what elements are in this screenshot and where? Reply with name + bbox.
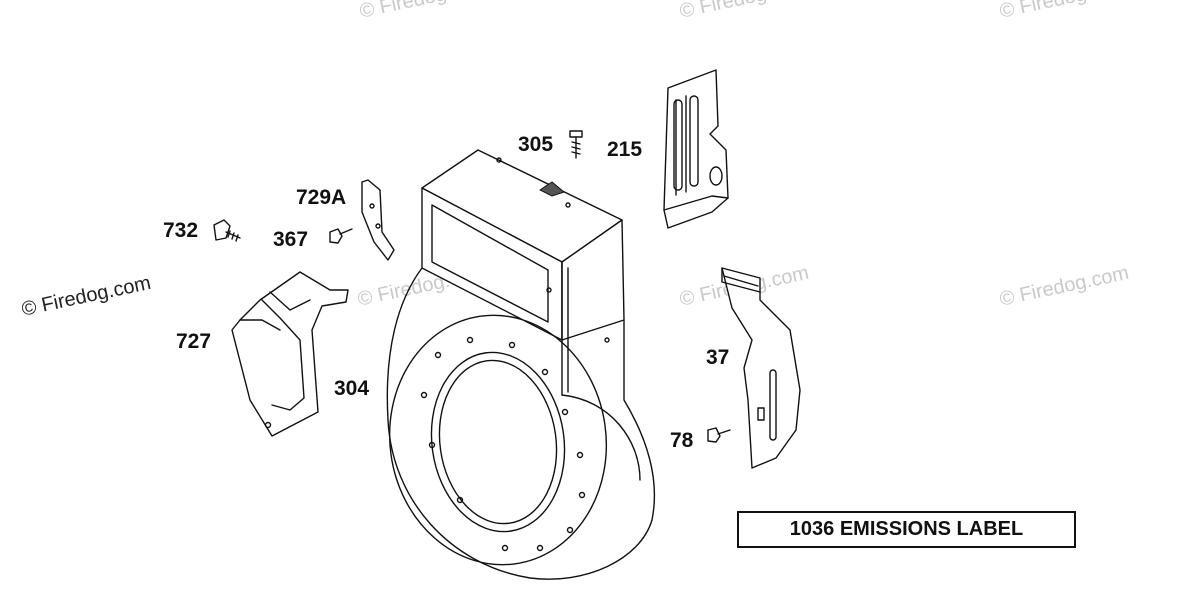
bracket-215 <box>663 69 729 229</box>
shield-727 <box>231 271 349 437</box>
callout-729a: 729A <box>296 186 347 209</box>
callout-305: 305 <box>518 133 554 156</box>
callout-367: 367 <box>273 228 309 251</box>
screw-367 <box>329 228 353 244</box>
callout-215: 215 <box>607 138 643 161</box>
screw-78 <box>707 427 731 443</box>
emissions-label-box: 1036 EMISSIONS LABEL <box>737 511 1076 548</box>
callout-732: 732 <box>163 219 199 242</box>
callout-78: 78 <box>670 429 694 452</box>
callout-727: 727 <box>176 330 212 353</box>
screw-305 <box>569 130 583 159</box>
blower-housing-304 <box>386 149 656 580</box>
screw-732 <box>213 219 241 242</box>
callout-304: 304 <box>334 377 370 400</box>
callout-37: 37 <box>706 346 730 369</box>
bracket-729a <box>361 179 395 261</box>
baffle-37 <box>721 267 801 469</box>
emissions-label-text: 1036 EMISSIONS LABEL <box>789 518 1024 540</box>
